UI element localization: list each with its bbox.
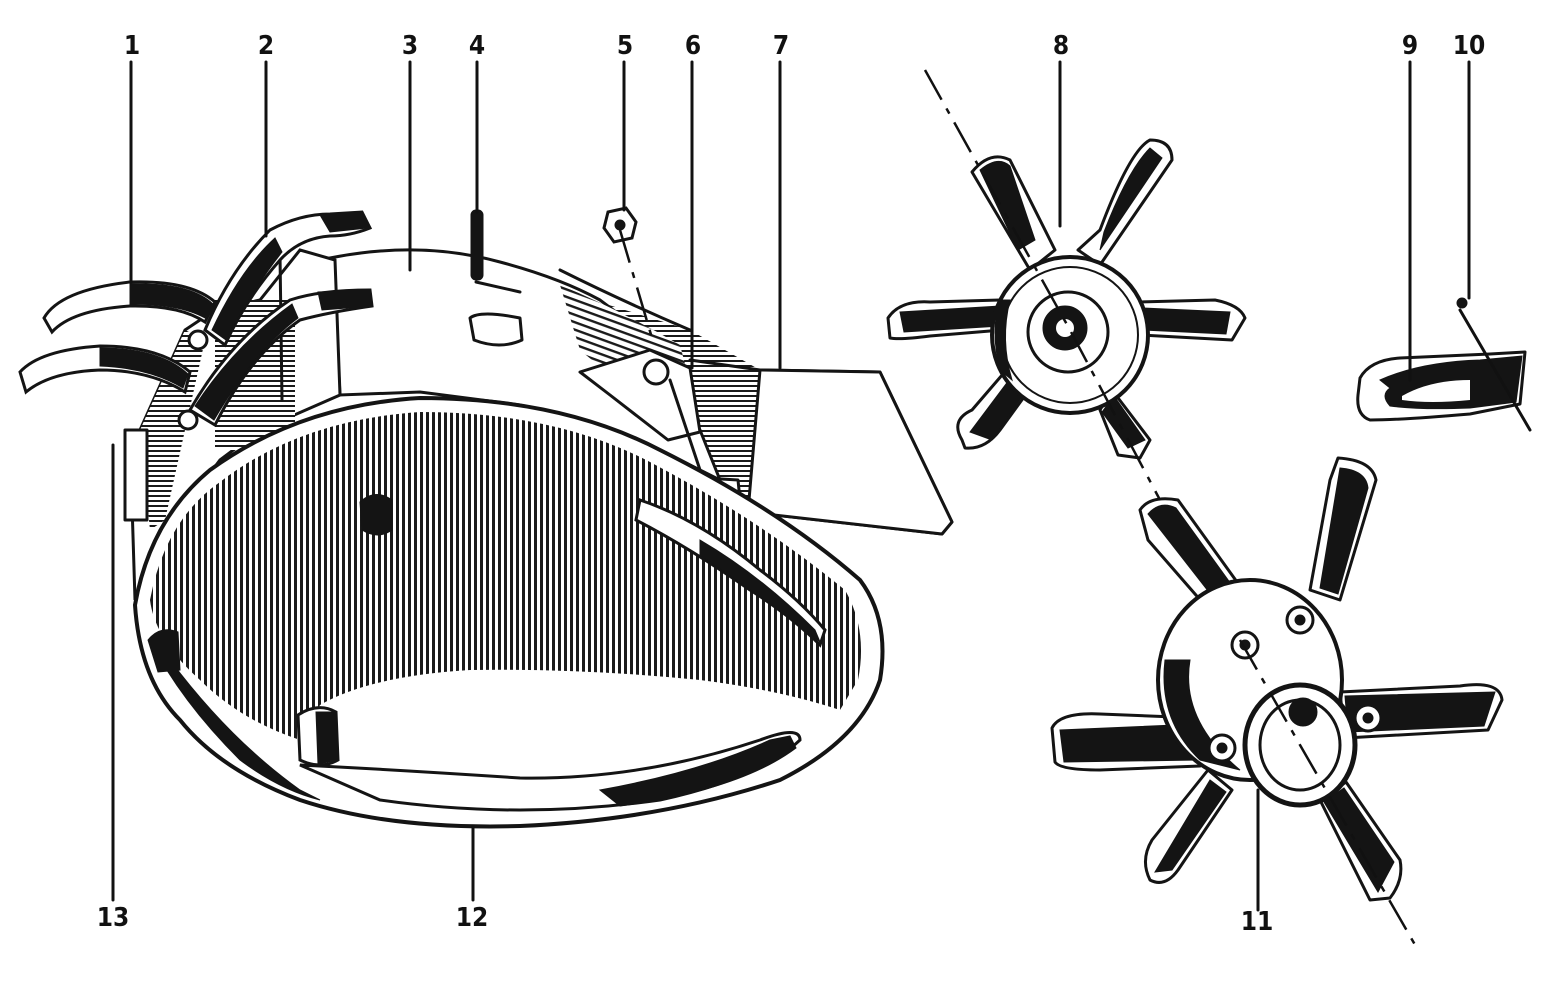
shell-lower: [132, 395, 885, 829]
nut-part-5: [602, 206, 638, 244]
callout-5: 5: [617, 31, 633, 61]
callout-8: 8: [1053, 31, 1069, 61]
clamp-arm-lower: [187, 288, 374, 428]
assembly-axes: [618, 69, 1532, 951]
leader-lines: [111, 60, 1471, 912]
fan-rotor-front: [886, 138, 1247, 460]
callout-7: 7: [773, 31, 789, 61]
callout-12: 12: [456, 903, 489, 933]
callout-2: 2: [258, 31, 274, 61]
callout-13: 13: [97, 903, 130, 933]
clamp-arm-upper: [203, 210, 373, 348]
callout-1: 1: [124, 31, 140, 61]
callout-4: 4: [469, 31, 485, 61]
callout-9: 9: [1402, 31, 1418, 61]
main-housing-assembly: [18, 206, 954, 829]
callout-10: 10: [1453, 31, 1486, 61]
single-blade-segment: [1356, 297, 1527, 422]
callout-6: 6: [685, 31, 701, 61]
callout-labels: 1 2 3 4 5 6 7 8 9 10 11 12 13: [97, 31, 1486, 937]
handle-arm-2: [18, 344, 192, 395]
callout-3: 3: [402, 31, 418, 61]
fan-rotor-angled: [1050, 456, 1504, 902]
callout-11: 11: [1241, 907, 1274, 937]
handle-arm-1: [42, 280, 217, 335]
